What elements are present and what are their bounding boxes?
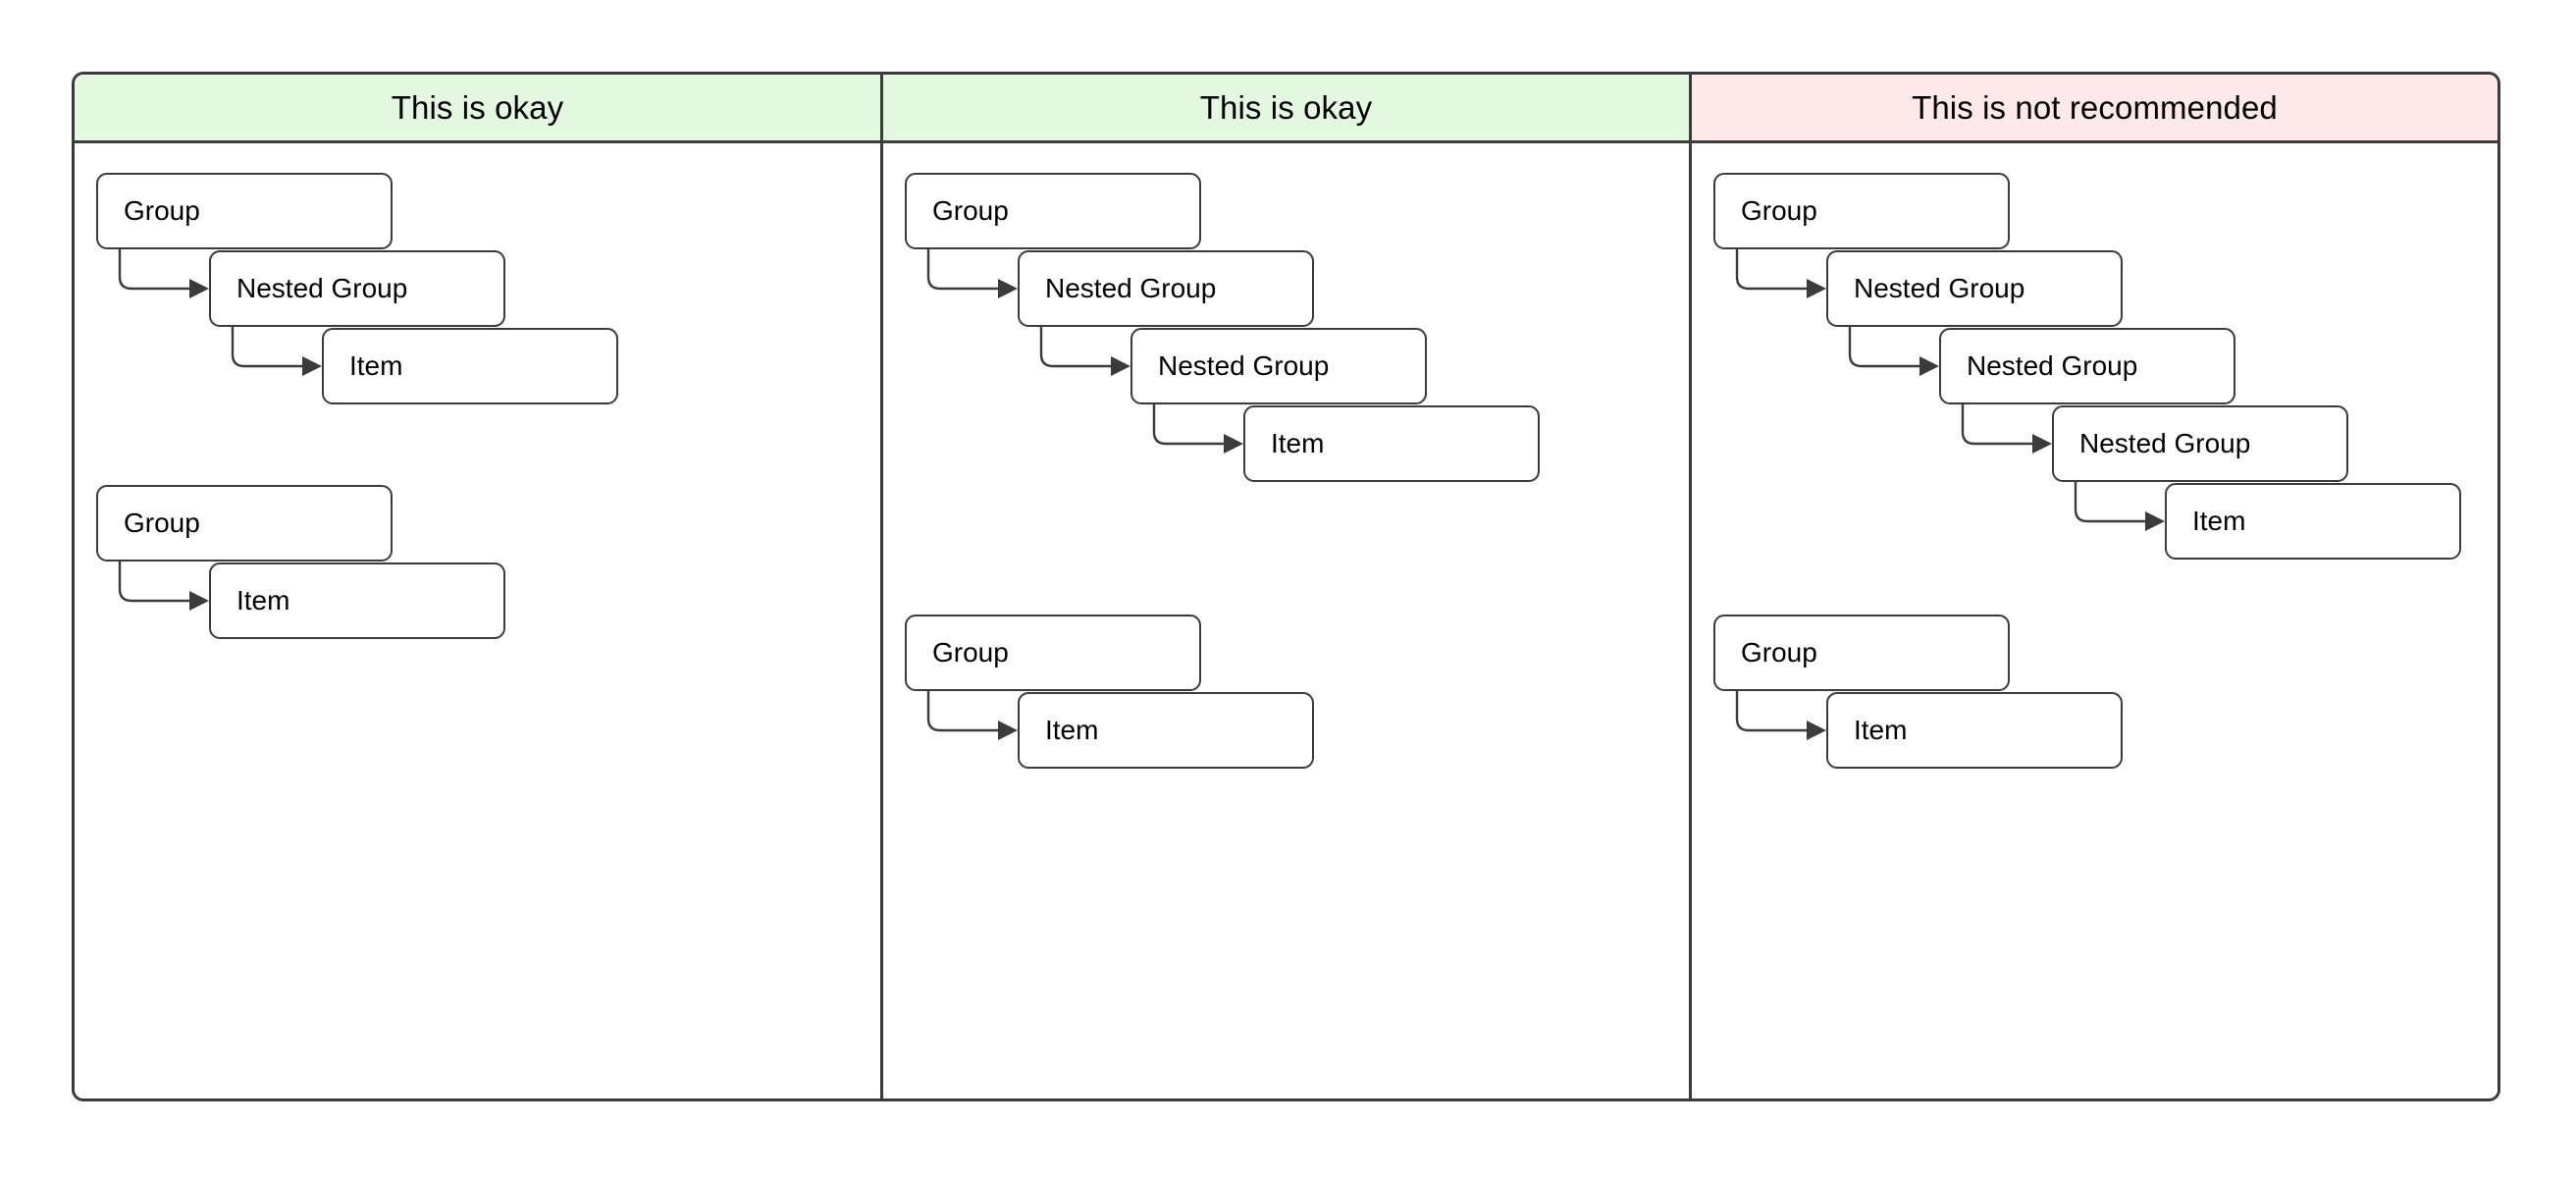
- node-group[interactable]: Group: [1713, 615, 2010, 691]
- node-group[interactable]: Group: [1713, 173, 2010, 249]
- node-group[interactable]: Group: [905, 173, 1201, 249]
- node-item[interactable]: Item: [1018, 692, 1314, 769]
- column-header-2: This is okay: [883, 75, 1689, 143]
- column-header-3: This is not recommended: [1692, 75, 2497, 143]
- node-item[interactable]: Item: [322, 328, 618, 404]
- node-group[interactable]: Group: [96, 173, 393, 249]
- node-item[interactable]: Item: [1243, 405, 1540, 482]
- node-nested-group[interactable]: Nested Group: [2052, 405, 2348, 482]
- node-group[interactable]: Group: [96, 485, 393, 562]
- node-nested-group[interactable]: Nested Group: [209, 250, 505, 327]
- node-item[interactable]: Item: [1826, 692, 2123, 769]
- node-item[interactable]: Item: [2165, 483, 2461, 560]
- node-nested-group[interactable]: Nested Group: [1826, 250, 2123, 327]
- column-header-1: This is okay: [75, 75, 880, 143]
- node-nested-group[interactable]: Nested Group: [1018, 250, 1314, 327]
- node-group[interactable]: Group: [905, 615, 1201, 691]
- node-item[interactable]: Item: [209, 562, 505, 639]
- node-nested-group[interactable]: Nested Group: [1130, 328, 1427, 404]
- node-nested-group[interactable]: Nested Group: [1939, 328, 2235, 404]
